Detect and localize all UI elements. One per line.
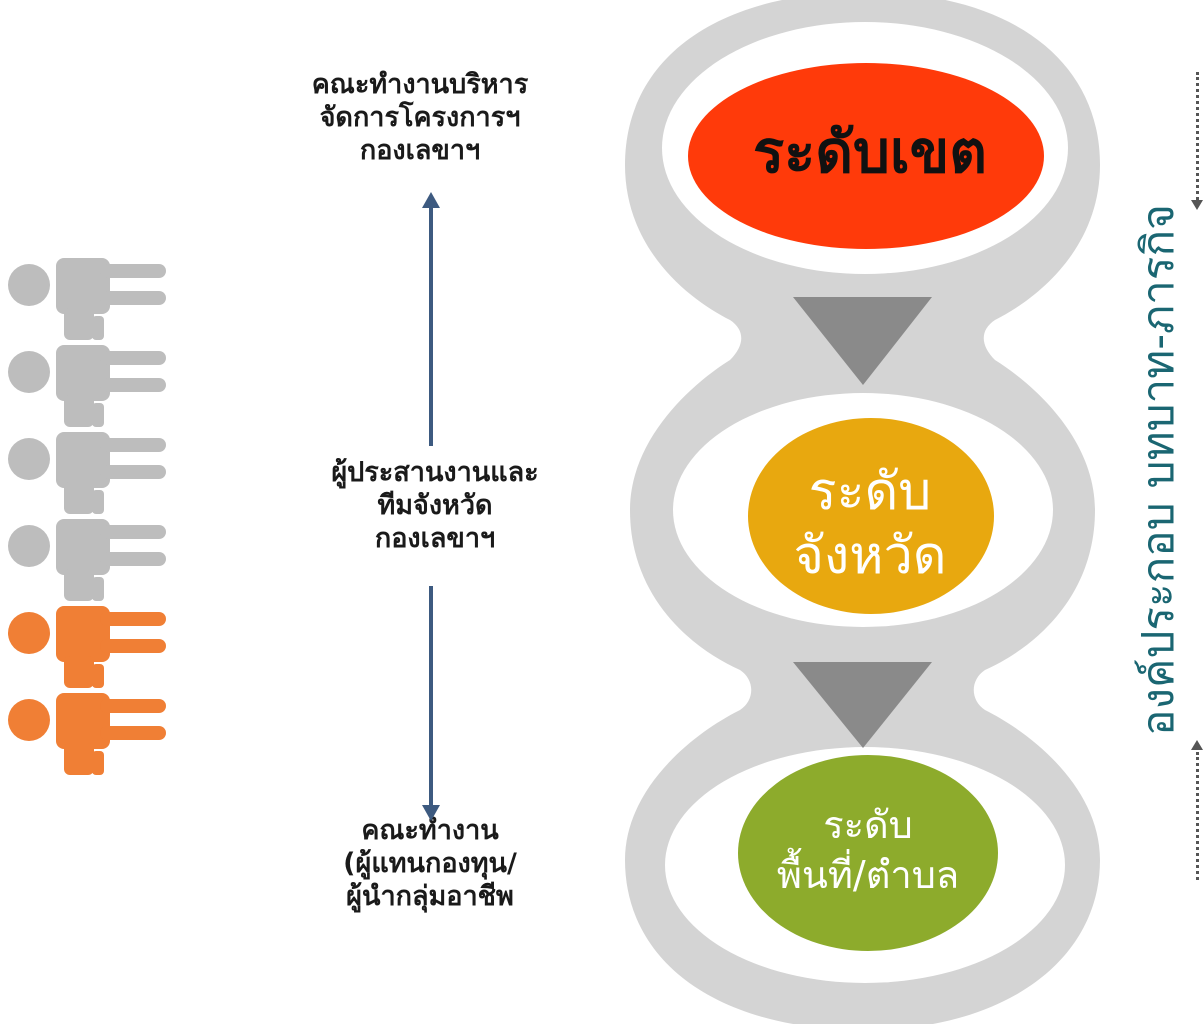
label-line: กองเลขาฯ	[374, 523, 496, 554]
left-label-middle: ผู้ประสานงานและ ทีมจังหวัด กองเลขาฯ	[270, 456, 600, 555]
label-line: ผู้ประสานงานและ	[331, 457, 539, 488]
person-icon	[8, 432, 166, 514]
left-label-top: คณะทำงานบริหาร จัดการโครงการฯ กองเลขาฯ	[255, 68, 585, 167]
dotted-line-bottom	[1196, 752, 1199, 880]
flow-arrow-down	[793, 297, 932, 385]
dotted-arrow-up	[1191, 740, 1203, 750]
axis-line-lower	[429, 586, 433, 806]
level-circle-province	[748, 418, 994, 614]
side-title: องค์ประกอบ บทบาท-ภารกิจ	[1133, 204, 1184, 736]
level-label-province: ระดับ จังหวัด	[710, 460, 1030, 588]
level-line: จังหวัด	[793, 526, 947, 586]
label-line: จัดการโครงการฯ	[319, 102, 521, 133]
level-line: ระดับ	[823, 803, 913, 847]
dotted-arrow-down	[1191, 200, 1203, 210]
level-label-area: ระดับ พื้นที่/ตำบล	[718, 800, 1018, 900]
person-icon	[8, 519, 166, 601]
person-icon	[8, 693, 166, 775]
level-label-district: ระดับเขต	[650, 118, 1090, 186]
level-circle-area	[738, 755, 998, 951]
axis-arrow-down	[422, 805, 440, 821]
level-circle-district	[688, 63, 1044, 249]
level-diagram	[625, 0, 1100, 1024]
person-icon	[8, 258, 166, 340]
person-icon	[8, 606, 166, 688]
label-line: (ผู้แทนกองทุน/	[343, 848, 517, 879]
level-line: ระดับเขต	[753, 118, 987, 186]
axis-arrow-up	[422, 192, 440, 208]
label-line: คณะทำงานบริหาร	[311, 69, 529, 100]
label-line: กองเลขาฯ	[359, 135, 481, 166]
person-icon	[8, 345, 166, 427]
label-line: ผู้นำกลุ่มอาชีพ	[346, 881, 514, 912]
level-line: พื้นที่/ตำบล	[776, 853, 960, 897]
flow-arrow-down	[793, 662, 932, 748]
label-line: ทีมจังหวัด	[377, 490, 493, 521]
left-label-bottom: คณะทำงาน (ผู้แทนกองทุน/ ผู้นำกลุ่มอาชีพ	[265, 814, 595, 913]
level-line: ระดับ	[808, 462, 932, 522]
dotted-line-top	[1196, 72, 1199, 200]
axis-line-upper	[429, 206, 433, 446]
